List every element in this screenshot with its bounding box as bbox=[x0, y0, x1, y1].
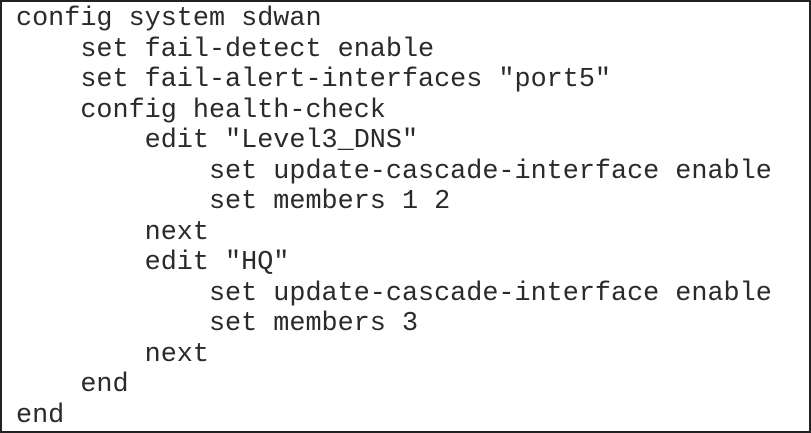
code-text: config system sdwan set fail-detect enab… bbox=[16, 4, 772, 431]
code-line: edit "HQ" bbox=[16, 248, 290, 278]
code-line: next bbox=[16, 217, 209, 248]
code-line: config health-check bbox=[16, 95, 386, 126]
code-line: end bbox=[16, 400, 65, 431]
code-line: set members 1 2 bbox=[16, 187, 451, 217]
code-line: end bbox=[16, 370, 129, 400]
code-line: set update-cascade-interface enable bbox=[16, 278, 772, 309]
code-line: set fail-detect enable bbox=[16, 34, 435, 65]
code-line: set members 3 bbox=[16, 309, 419, 339]
code-line: config system sdwan bbox=[16, 4, 322, 34]
code-line: edit "Level3_DNS" bbox=[16, 126, 419, 156]
code-line: next bbox=[16, 339, 209, 370]
code-line: set fail-alert-interfaces "port5" bbox=[16, 65, 611, 95]
code-line: set update-cascade-interface enable bbox=[16, 156, 772, 187]
